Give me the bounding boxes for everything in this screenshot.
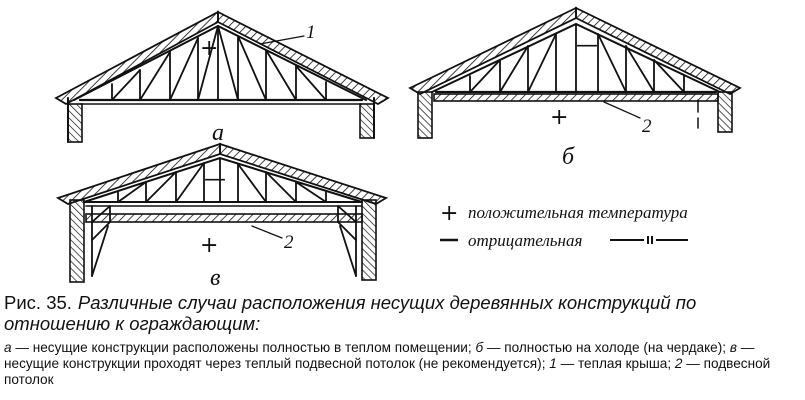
callout-2-v: 2 (284, 232, 294, 253)
legend-plus-symbol: + (440, 201, 458, 226)
callout-line-v (251, 225, 283, 239)
sign-minus-b: — (576, 33, 598, 58)
roof-left-b (408, 6, 577, 96)
sign-plus-v: + (200, 233, 218, 258)
callout-line-a (259, 35, 305, 45)
diagram-v (55, 142, 389, 283)
caption-desc-a: — несущие конструкции расположены полнос… (11, 340, 476, 355)
sign-minus-v: — (204, 167, 226, 192)
callout-line-b (603, 101, 641, 119)
figure-diagrams: а + 1 (54, 6, 742, 291)
caption-key-1: 1 (549, 356, 557, 371)
label-v: в (210, 265, 220, 291)
caption-desc-1: — теплая крыша; (556, 356, 675, 371)
wall-right-a (359, 103, 375, 139)
ceiling-v (85, 213, 363, 223)
caption-key-2: 2 (674, 356, 683, 371)
wall-left-a (67, 103, 83, 143)
wall-left-b (417, 91, 433, 139)
callout-1: 1 (306, 22, 316, 43)
callout-2-b: 2 (642, 116, 652, 137)
caption-label: Рис. 35. (4, 292, 72, 313)
caption-key-v: в (729, 340, 737, 355)
truss-web-b (469, 23, 685, 93)
wall-left-v (69, 199, 85, 283)
roof-right-b (575, 6, 742, 96)
truss-top-chord-a (73, 24, 367, 101)
truss-web-v (117, 157, 327, 203)
sign-plus-b: + (550, 105, 568, 130)
ceiling-b (433, 93, 719, 102)
caption-title: Рис. 35.Различные случаи расположения не… (4, 292, 802, 334)
legend-positive-text: положительная температура (468, 203, 688, 222)
label-a: а (212, 120, 224, 146)
caption-desc-v: — несущие конструкции проходят через теп… (4, 340, 755, 371)
caption-key-b: б (475, 340, 484, 355)
truss-lower-v (91, 205, 357, 277)
diagram-a (54, 10, 390, 143)
legend: + положительная температура отрицательна… (440, 201, 688, 250)
legend-negative-text: отрицательная (468, 231, 582, 250)
caption-desc-b: — полностью на холоде (на чердаке); (483, 340, 730, 355)
caption-key-a: а (4, 340, 12, 355)
roof-left-a (54, 10, 219, 106)
legend-ditto (610, 236, 688, 244)
caption-desc-2: — подвесной потолок (4, 356, 771, 387)
label-b: б (562, 144, 575, 170)
caption-block: Рис. 35.Различные случаи расположения не… (4, 292, 802, 388)
diagram-b (408, 6, 742, 139)
roof-right-a (217, 10, 390, 106)
caption-text: Различные случаи расположения несущих де… (4, 292, 697, 334)
truss-web-a (111, 25, 327, 101)
wall-right-v (361, 199, 377, 281)
caption-description: а — несущие конструкции расположены полн… (4, 340, 802, 388)
sign-plus-a: + (200, 36, 218, 61)
wall-right-b (717, 91, 733, 133)
